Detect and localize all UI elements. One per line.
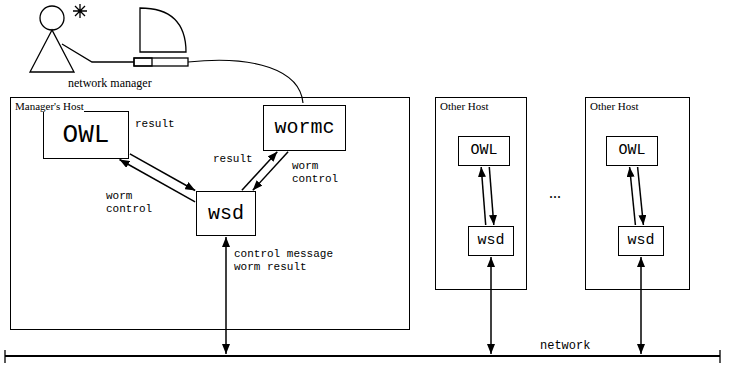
process-box: OWL xyxy=(606,136,658,166)
network-bus: network xyxy=(5,355,720,357)
terminal-icon xyxy=(134,8,188,66)
process-name: wsd xyxy=(627,233,654,250)
edge-label: result xyxy=(213,153,257,166)
process-box: wsd xyxy=(468,226,514,256)
host-heading: Other Host xyxy=(440,100,489,112)
host-box: Other HostOWL wsd xyxy=(435,97,527,290)
edge-label: worm control xyxy=(292,160,347,185)
process-box: OWL xyxy=(458,136,510,166)
process-box: wsd xyxy=(196,191,256,236)
host-heading: Manager's Host xyxy=(15,100,84,112)
process-box: wsd xyxy=(618,226,664,256)
host-box: Manager's HostOWL wormc wsd xyxy=(10,97,410,330)
figure-label: network manager xyxy=(68,76,152,91)
message-arrow xyxy=(489,167,494,225)
edge-label: result xyxy=(135,118,185,131)
message-arrow xyxy=(225,237,227,354)
process-box: wormc xyxy=(263,105,346,151)
ellipsis: ... xyxy=(549,184,561,202)
process-name: OWL xyxy=(63,121,110,150)
message-arrow xyxy=(481,167,486,225)
process-name: OWL xyxy=(470,143,497,160)
process-name: OWL xyxy=(618,143,645,160)
message-arrow xyxy=(630,167,636,225)
edge-label: worm control xyxy=(106,190,161,215)
process-name: wsd xyxy=(208,203,244,225)
process-name: wormc xyxy=(274,117,334,139)
message-arrow xyxy=(640,257,642,354)
network-manager-figure xyxy=(30,4,134,72)
network-end-tick xyxy=(5,350,720,363)
message-arrow xyxy=(490,257,492,354)
host-heading: Other Host xyxy=(590,100,639,112)
process-name: wsd xyxy=(477,233,504,250)
message-arrow xyxy=(253,152,288,191)
message-arrow xyxy=(130,154,195,191)
message-arrow xyxy=(638,167,644,225)
edge-label: control message worm result xyxy=(234,248,342,273)
process-box: OWL xyxy=(43,111,129,159)
network-label: network xyxy=(540,339,590,353)
host-box: Other HostOWL wsd xyxy=(585,97,690,290)
